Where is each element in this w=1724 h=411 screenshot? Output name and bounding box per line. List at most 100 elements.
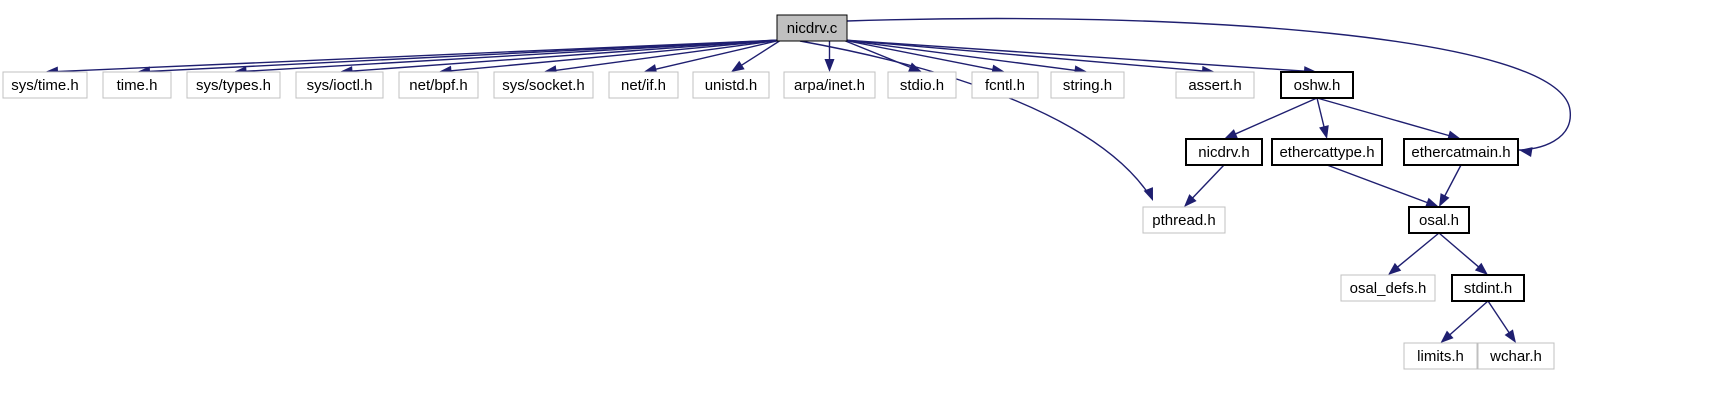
edge-arrowhead — [643, 64, 658, 74]
node-box — [776, 14, 848, 42]
graph-node-sys-ioctl-h: sys/ioctl.h — [295, 71, 384, 99]
graph-edge-osal-h-to-stdint-h — [1438, 232, 1488, 275]
graph-edge-nicdrv-c-to-net-bpf-h — [438, 39, 782, 76]
node-box — [2, 71, 88, 99]
node-box — [1050, 71, 1125, 99]
edge-line — [554, 39, 782, 72]
edge-line — [1396, 232, 1440, 269]
graph-edge-nicdrv-c-to-ethercatmain-h — [846, 17, 1571, 157]
graph-edge-nicdrv-c-to-net-if-h — [643, 39, 782, 74]
edge-arrowhead — [824, 59, 835, 72]
graph-node-sys-socket-h: sys/socket.h — [493, 71, 594, 99]
graph-edge-oshw-h-to-nicdrv-h — [1224, 97, 1318, 139]
graph-edge-nicdrv-h-to-pthread-h — [1184, 164, 1225, 207]
node-box — [1403, 138, 1519, 166]
graph-node-nicdrv-h[interactable]: nicdrv.h — [1185, 138, 1263, 166]
edge-line — [1191, 164, 1225, 200]
node-layer: nicdrv.c sys/time.h time.h sys/types.h sys/i… — [2, 14, 1555, 370]
graph-edge-oshw-h-to-ethercatmain-h — [1316, 97, 1461, 141]
graph-node-fcntl-h: fcntl.h — [971, 71, 1039, 99]
graph-node-ethercattype-h[interactable]: ethercattype.h — [1271, 138, 1383, 166]
node-box — [1408, 206, 1470, 234]
edge-line — [842, 39, 1205, 72]
graph-edge-nicdrv-c-to-unistd-h — [731, 39, 782, 72]
node-box — [1340, 274, 1436, 302]
graph-edge-stdint-h-to-wchar-h — [1487, 300, 1516, 343]
edge-arrowhead — [1319, 125, 1329, 139]
edge-line — [147, 39, 782, 73]
edge-arrowhead — [1519, 147, 1533, 157]
graph-edge-oshw-h-to-ethercattype-h — [1316, 97, 1329, 139]
node-box — [295, 71, 384, 99]
edge-arrowhead — [1184, 194, 1197, 207]
edge-line — [846, 17, 1571, 151]
graph-edge-nicdrv-c-to-arpa-inet-h — [824, 40, 835, 72]
graph-node-stdint-h[interactable]: stdint.h — [1451, 274, 1525, 302]
graph-node-net-bpf-h: net/bpf.h — [398, 71, 479, 99]
node-box — [1280, 71, 1354, 99]
graph-node-nicdrv-c: nicdrv.c — [776, 14, 848, 42]
graph-node-time-h: time.h — [102, 71, 172, 99]
node-box — [398, 71, 479, 99]
graph-node-string-h: string.h — [1050, 71, 1125, 99]
graph-edge-stdint-h-to-limits-h — [1440, 300, 1489, 343]
edge-arrowhead — [1439, 193, 1450, 207]
edge-line — [842, 39, 1307, 72]
graph-node-unistd-h: unistd.h — [692, 71, 770, 99]
graph-node-net-if-h: net/if.h — [608, 71, 679, 99]
edge-arrowhead — [1425, 197, 1439, 208]
edge-arrowhead — [731, 60, 745, 72]
graph-node-osal-h[interactable]: osal.h — [1408, 206, 1470, 234]
graph-node-pthread-h: pthread.h — [1142, 206, 1226, 234]
edge-arrowhead — [1440, 330, 1454, 343]
node-box — [783, 71, 876, 99]
graph-edge-osal-h-to-osal-defs-h — [1388, 232, 1440, 275]
node-box — [1175, 71, 1255, 99]
node-box — [1271, 138, 1383, 166]
edge-arrowhead — [1447, 130, 1461, 141]
node-box — [1451, 274, 1525, 302]
node-box — [1142, 206, 1226, 234]
edge-line — [1487, 300, 1511, 335]
node-box — [887, 71, 957, 99]
graph-edge-ethercatmain-h-to-osal-h — [1439, 164, 1462, 207]
graph-node-stdio-h: stdio.h — [887, 71, 957, 99]
graph-node-oshw-h[interactable]: oshw.h — [1280, 71, 1354, 99]
graph-edge-nicdrv-c-to-pthread-h — [799, 40, 1153, 201]
edge-line — [244, 39, 782, 73]
graph-node-wchar-h: wchar.h — [1477, 342, 1555, 370]
node-box — [608, 71, 679, 99]
node-box — [102, 71, 172, 99]
graph-node-sys-time-h: sys/time.h — [2, 71, 88, 99]
edge-line — [1326, 164, 1429, 204]
edge-line — [1438, 232, 1481, 269]
edge-line — [1233, 97, 1318, 136]
node-box — [692, 71, 770, 99]
graph-node-ethercatmain-h[interactable]: ethercatmain.h — [1403, 138, 1519, 166]
edge-line — [55, 39, 782, 73]
edge-line — [842, 39, 995, 71]
edge-arrowhead — [1143, 187, 1153, 201]
edge-line — [350, 39, 782, 72]
edge-line — [654, 39, 782, 71]
edge-arrowhead — [1474, 262, 1488, 275]
node-box — [1185, 138, 1263, 166]
node-box — [493, 71, 594, 99]
node-box — [1477, 342, 1555, 370]
graph-node-limits-h: limits.h — [1403, 342, 1478, 370]
node-box — [186, 71, 281, 99]
edge-arrowhead — [1388, 262, 1402, 275]
edge-line — [1316, 97, 1326, 129]
edge-line — [1448, 300, 1489, 337]
node-box — [971, 71, 1039, 99]
edge-line — [449, 39, 782, 72]
graph-node-sys-types-h: sys/types.h — [186, 71, 281, 99]
edge-line — [799, 40, 1151, 197]
edge-arrowhead — [1224, 129, 1238, 139]
graph-node-assert-h: assert.h — [1175, 71, 1255, 99]
edge-line — [739, 39, 782, 67]
edge-line — [1316, 97, 1451, 137]
graph-node-osal-defs-h: osal_defs.h — [1340, 274, 1436, 302]
